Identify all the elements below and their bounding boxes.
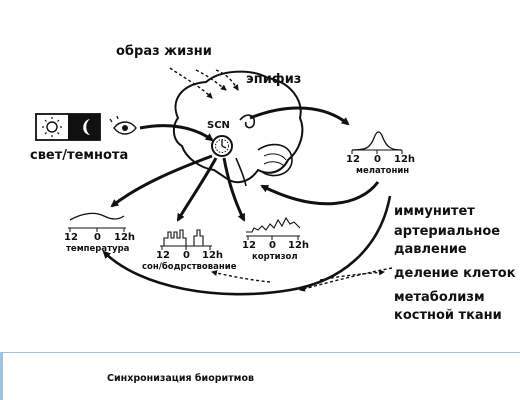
epiphysis-label: эпифиз [246,72,302,87]
bone-metabolism-label-1: метаболизм [394,290,485,305]
arrow-dashed-left-2 [211,270,271,283]
melatonin-label: мелатонин [356,166,410,176]
light-dark-label: свет/темнота [30,148,129,163]
temperature-tick-1: 12 [64,232,78,243]
cortisol-graph [246,216,301,240]
cell-division-label: деление клеток [394,266,516,281]
scn-label: SCN [207,120,230,131]
blood-pressure-label-2: давление [394,242,467,257]
sleep-tick-2: 0 [183,250,190,261]
arrow-melatonin-to-scn [260,181,380,206]
biorhythm-diagram: образ жизни эпифиз свет/темнота SCN 12 0… [30,44,516,323]
melatonin-tick-1: 12 [346,154,360,165]
melatonin-graph [351,131,403,154]
immunity-label: иммунитет [394,204,475,219]
arrow-dashed-right [319,269,385,281]
light-dark-icon [35,113,101,141]
arrow-scn-to-cortisol [222,157,246,222]
lifestyle-label: образ жизни [116,44,212,59]
arrow-lifestyle-2 [195,69,227,91]
temperature-graph [68,212,126,232]
epiphysis-mark [239,114,256,129]
caption-bar: Синхронизация биоритмов [0,352,520,400]
sleep-wake-graph [160,229,212,250]
cortisol-tick-3: 12h [288,240,310,251]
arrow-epiphysis-to-melatonin [249,106,350,126]
cortisol-tick-1: 12 [242,240,256,251]
figure-caption: Синхронизация биоритмов [107,373,254,384]
sleep-tick-1: 12 [156,250,170,261]
sleep-tick-3: 12h [202,250,224,261]
arrow-lifestyle-3 [215,69,239,91]
cerebellum [257,143,293,177]
diagram-graphics [35,67,403,296]
arrow-scn-to-sleep [176,157,218,222]
arrow-eye-to-scn [139,124,214,142]
temperature-label: температура [66,244,130,254]
scn-clock-icon [211,135,233,157]
eye-icon [109,115,137,135]
cortisol-label: кортизол [252,252,298,262]
blood-pressure-label-1: артериальное [394,224,501,239]
sleep-wake-label: сон/бодрствование [142,262,237,272]
arrow-dashed-left-1 [299,267,393,292]
melatonin-tick-2: 0 [374,154,381,165]
bone-metabolism-label-2: костной ткани [394,308,502,323]
arrow-feedback-arc [102,195,392,296]
temperature-tick-2: 0 [94,232,101,243]
temperature-tick-3: 12h [114,232,136,243]
brain-outline [172,70,304,184]
arrow-scn-to-temperature [110,154,213,208]
cortisol-tick-2: 0 [269,240,276,251]
melatonin-tick-3: 12h [394,154,416,165]
